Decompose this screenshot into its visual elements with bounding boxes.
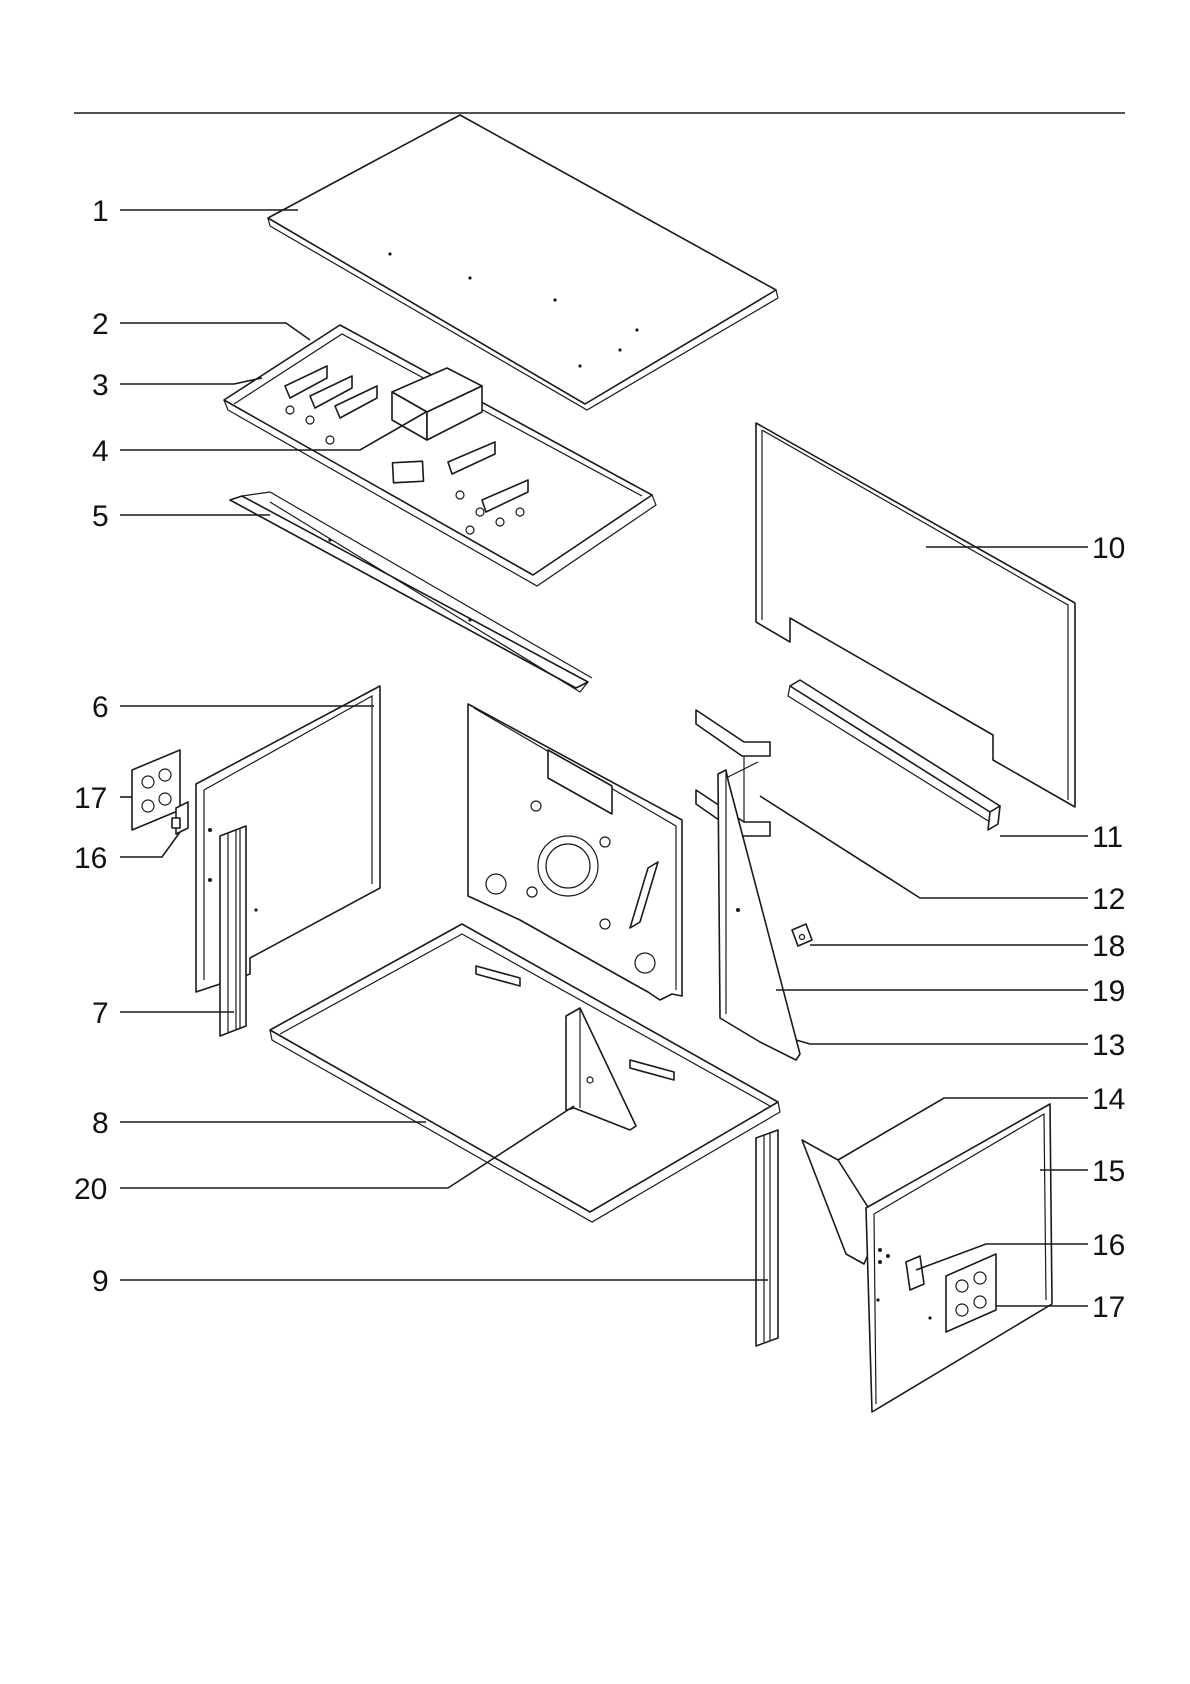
callout-3: 3 (92, 369, 109, 402)
callout-1: 1 (92, 195, 109, 228)
part-5-rail (229, 491, 593, 693)
callout-20: 20 (74, 1173, 107, 1206)
leader-16-right (915, 1243, 1088, 1271)
part-8-base-frame (269, 923, 781, 1223)
callout-16-left: 16 (74, 842, 107, 875)
callout-8: 8 (92, 1107, 109, 1140)
callout-17-right: 17 (1092, 1291, 1125, 1324)
callout-11: 11 (1092, 821, 1123, 854)
callout-19: 19 (1092, 975, 1125, 1008)
part-16-left-clip (171, 801, 189, 835)
part-16-right-clip (905, 1255, 925, 1291)
callout-5: 5 (92, 500, 109, 533)
leader-14 (837, 1097, 1088, 1161)
leader-16-left (120, 831, 181, 858)
part-11-bar (787, 679, 1001, 831)
part-4-box (391, 367, 483, 441)
callout-7: 7 (92, 997, 109, 1030)
part-10-back-panel (755, 422, 1076, 808)
callout-18: 18 (1092, 930, 1125, 963)
part-15-right-side-panel (865, 1103, 1053, 1413)
callout-2: 2 (92, 308, 109, 341)
callout-6: 6 (92, 691, 109, 724)
callout-14: 14 (1092, 1083, 1125, 1116)
callout-9: 9 (92, 1265, 109, 1298)
leader-12 (759, 795, 1088, 899)
part-18-tab (791, 923, 813, 947)
callout-13: 13 (1092, 1029, 1125, 1062)
part-20-gusset (565, 1007, 637, 1131)
part-9-vertical-profile (755, 1129, 779, 1347)
callout-10: 10 (1092, 532, 1125, 565)
callout-12: 12 (1092, 883, 1125, 916)
leader-4 (120, 411, 427, 451)
callout-4: 4 (92, 435, 109, 468)
callout-17-left: 17 (74, 782, 107, 815)
part-1-top-cover (267, 114, 779, 411)
part-7-vertical-profile (219, 825, 247, 1037)
center-back-panel (467, 703, 683, 1001)
leader-3 (120, 377, 263, 385)
callout-15: 15 (1092, 1155, 1125, 1188)
leader-20 (120, 1105, 575, 1189)
part-19-corner-bracket (717, 769, 801, 1061)
part-3-brackets (284, 365, 529, 513)
leader-2 (120, 322, 311, 341)
part-17-right-foot-plate (945, 1253, 997, 1333)
callout-16-right: 16 (1092, 1229, 1125, 1262)
leader-13 (795, 1039, 1088, 1045)
part-17-left-foot-plate (131, 749, 181, 831)
